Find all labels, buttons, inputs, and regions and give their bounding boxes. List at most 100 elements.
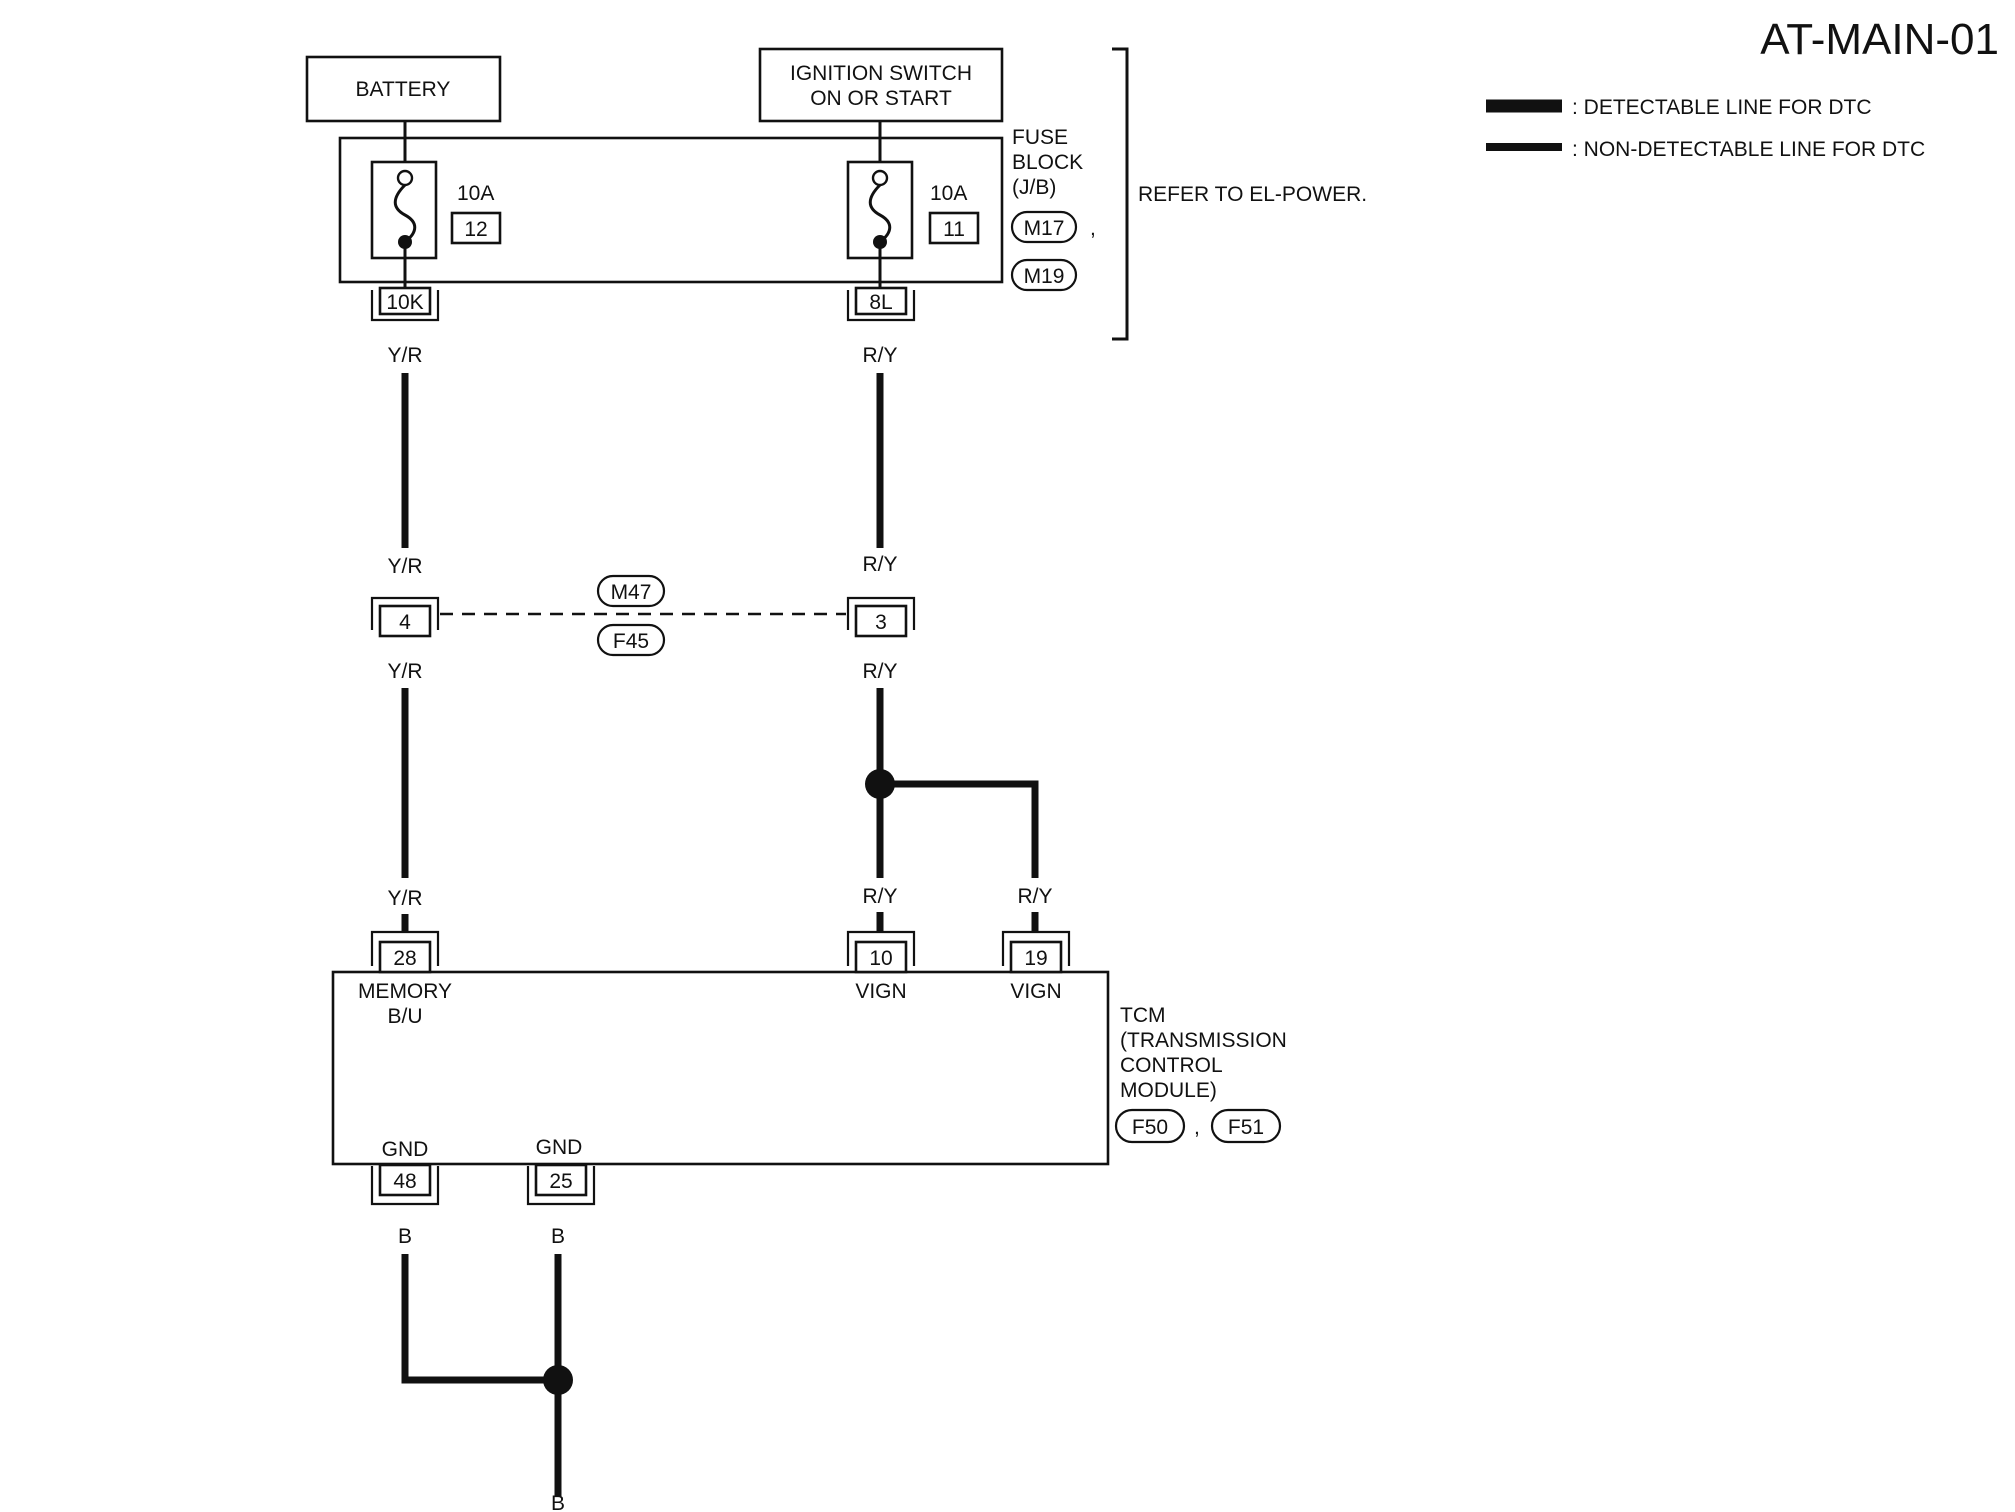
fuse-11-rating: 10A	[930, 182, 967, 205]
fuse-12-rating: 10A	[457, 182, 494, 205]
refer-bracket	[1112, 47, 1129, 341]
pin-3-bracket	[846, 596, 916, 630]
tcm-conn-f50-oval	[1114, 1108, 1186, 1144]
wire-ry-label-5: R/Y	[1017, 885, 1052, 908]
fuse-12-number: 12	[464, 218, 487, 241]
tcm-label-line4: MODULE)	[1120, 1079, 1217, 1102]
wire-ry-label-4: R/Y	[862, 885, 897, 908]
ignition-label-line2: ON OR START	[810, 87, 952, 110]
pin-19-name: VIGN	[1010, 980, 1061, 1003]
pin-19-label: 19	[1024, 947, 1047, 970]
pin-28-label: 28	[393, 947, 416, 970]
diagram-title: AT-MAIN-01	[1760, 15, 1999, 64]
wire-ry-label-3: R/Y	[862, 660, 897, 683]
ignition-label-line1: IGNITION SWITCH	[790, 62, 972, 85]
pin-4-bracket	[370, 596, 440, 630]
wire-ry-label-2: R/Y	[862, 553, 897, 576]
wire-yr-label-4: Y/R	[387, 887, 422, 910]
legend-non-detectable-label: : NON-DETECTABLE LINE FOR DTC	[1572, 138, 1925, 161]
pin-4-label: 4	[399, 611, 411, 634]
wire-ry-branch	[880, 780, 1039, 878]
terminal-8l: 8L	[846, 286, 916, 322]
fuse-block-conn-m17-oval	[1010, 210, 1078, 244]
tcm-conn-f50: F50	[1132, 1116, 1168, 1139]
tcm-box	[331, 970, 1110, 1166]
pin-10-name: VIGN	[855, 980, 906, 1003]
fuse-block-conn-m17: M17	[1024, 217, 1065, 240]
pin-25-box	[534, 1163, 588, 1197]
battery-label: BATTERY	[356, 78, 451, 101]
pin-48-bracket	[370, 1166, 440, 1206]
pin-28-name-line1: MEMORY	[358, 980, 452, 1003]
refer-note: REFER TO EL-POWER.	[1138, 183, 1367, 206]
pin-25-label: 25	[549, 1170, 572, 1193]
wire-ry-label-1: R/Y	[862, 344, 897, 367]
pin-28-name-line2: B/U	[387, 1005, 422, 1028]
pin-19-box	[1009, 940, 1063, 974]
joint-conn-f45: F45	[613, 630, 649, 653]
fuse-block-comma: ,	[1090, 217, 1096, 240]
fuse-block: 10A 12 10A 11 FUSE BLOCK (J/B) M17 , M19	[338, 121, 1096, 292]
pin-19-bracket	[1001, 930, 1071, 966]
pin-48-box	[378, 1163, 432, 1197]
fuse-block-label-line3: (J/B)	[1012, 176, 1056, 199]
fuse-11-number-box	[928, 211, 980, 245]
pin-48-label: 48	[393, 1170, 416, 1193]
pin-10-label: 10	[869, 947, 892, 970]
wire-b-label-3: B	[551, 1492, 565, 1512]
pin-3-label: 3	[875, 611, 887, 634]
pin-10-box	[854, 940, 908, 974]
joint-conn-f45-oval	[596, 623, 666, 657]
terminal-10k: 10K	[370, 286, 440, 322]
tcm-conn-f51-oval	[1210, 1108, 1282, 1144]
fuse-block-conn-m19: M19	[1024, 265, 1065, 288]
fuse-11-number: 11	[943, 218, 965, 241]
fuse-12-number-box	[450, 211, 502, 245]
pin-28-bracket	[370, 930, 440, 966]
pin-28-box	[378, 940, 432, 974]
fuse-11: 10A 11	[846, 160, 980, 260]
terminal-8l-box	[854, 286, 908, 316]
wire-yr-label-3: Y/R	[387, 660, 422, 683]
tcm: 28 MEMORY B/U 10 VIGN 19 VIGN GND GND 48…	[331, 930, 1287, 1206]
pin-48-name: GND	[382, 1138, 429, 1161]
fuse-block-conn-m19-oval	[1010, 258, 1078, 292]
terminal-10k-label: 10K	[386, 291, 423, 314]
battery-box	[305, 55, 502, 123]
legend: : DETECTABLE LINE FOR DTC : NON-DETECTAB…	[1486, 96, 1925, 161]
fuse-11-element	[868, 183, 892, 244]
pin-25-name: GND	[536, 1136, 583, 1159]
ignition-switch-box	[758, 47, 1004, 123]
tcm-label-line1: TCM	[1120, 1004, 1166, 1027]
joint-connector-m47-f45: 4 3 M47 F45	[370, 574, 916, 657]
wire-yr-label-1: Y/R	[387, 344, 422, 367]
terminal-10k-box	[378, 286, 432, 316]
fuse-11-top-terminal	[871, 169, 889, 187]
wire-b-label-1: B	[398, 1225, 412, 1248]
fuse-block-label-line2: BLOCK	[1012, 151, 1083, 174]
ignition-switch-source: IGNITION SWITCH ON OR START	[758, 47, 1004, 123]
pin-25-bracket	[526, 1166, 596, 1206]
fuse-12-top-terminal	[396, 169, 414, 187]
fuse-12-element	[393, 183, 417, 244]
tcm-comma: ,	[1194, 1116, 1200, 1139]
joint-conn-m47: M47	[611, 581, 652, 604]
tcm-label-line2: (TRANSMISSION	[1120, 1029, 1287, 1052]
wire-yr-label-2: Y/R	[387, 555, 422, 578]
terminal-8l-label: 8L	[869, 291, 892, 314]
fuse-block-label-line1: FUSE	[1012, 126, 1068, 149]
pin-3-box	[854, 604, 908, 638]
fuse-12-bottom-terminal	[398, 235, 412, 249]
pin-4-box	[378, 604, 432, 638]
joint-conn-m47-oval	[596, 574, 666, 608]
pin-10-bracket	[846, 930, 916, 966]
legend-detectable-label: : DETECTABLE LINE FOR DTC	[1572, 96, 1872, 119]
tcm-label-line3: CONTROL	[1120, 1054, 1223, 1077]
wire-b-label-2: B	[551, 1225, 565, 1248]
terminal-8l-bracket	[846, 290, 916, 322]
terminal-10k-bracket	[370, 290, 440, 322]
fuse-12: 10A 12	[370, 160, 502, 260]
splice-ground	[543, 1365, 573, 1395]
battery-source: BATTERY	[305, 55, 502, 123]
